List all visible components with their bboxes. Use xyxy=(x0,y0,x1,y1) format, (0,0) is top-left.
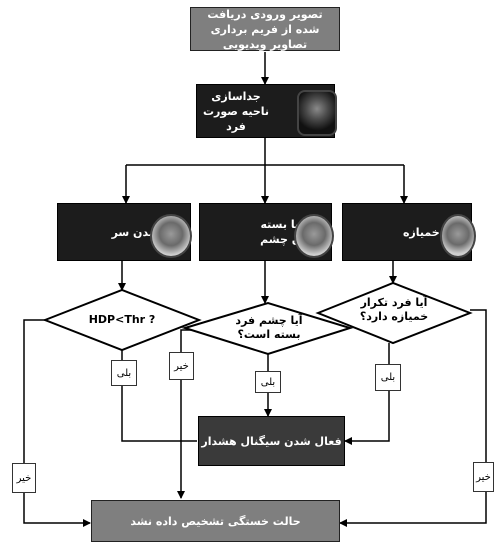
decision-yawn-shape xyxy=(315,281,473,345)
no-fatigue-text: حالت خستگی تشخیص داده نشد xyxy=(130,514,301,528)
face-eye-state-icon xyxy=(294,214,334,258)
edge-label-yes-left: بلی xyxy=(111,360,137,386)
edge-label-yes-right: بلی xyxy=(375,364,401,391)
alarm-signal-box: فعال شدن سیگنال هشدار xyxy=(198,416,345,466)
edge-label-no-right: خیر xyxy=(473,462,494,492)
face-photo-icon xyxy=(297,90,337,136)
face-isolation-text: جداسازی ناحیه صورت فرد xyxy=(202,89,270,133)
face-head-down-icon xyxy=(150,214,192,258)
face-yawn-icon xyxy=(440,214,476,258)
input-box: تصویر ورودی دریافت شده از فریم برداری تص… xyxy=(190,7,340,51)
edge-label-yes-mid: بلی xyxy=(255,371,281,393)
line-yawn-no xyxy=(339,309,487,527)
alarm-signal-text: فعال شدن سیگنال هشدار xyxy=(201,434,342,448)
decision-eyes-shape xyxy=(181,301,354,356)
decision-hdp-text: HDP<Thr ? xyxy=(88,313,156,326)
decision-eyes-text: آیا چشم فرد بسته است؟ xyxy=(235,314,303,341)
line-hdp-no xyxy=(23,319,91,527)
no-fatigue-box: حالت خستگی تشخیص داده نشد xyxy=(91,500,340,542)
input-box-text: تصویر ورودی دریافت شده از فریم برداری تص… xyxy=(207,7,323,51)
decision-hdp-shape xyxy=(42,288,202,352)
line-yawn-yes xyxy=(344,343,390,445)
decision-yawn-text: آیا فرد تکرار خمیازه دارد؟ xyxy=(359,296,429,323)
edge-label-no-left: خیر xyxy=(12,463,36,493)
edge-label-no-mid: خیر xyxy=(169,352,194,380)
